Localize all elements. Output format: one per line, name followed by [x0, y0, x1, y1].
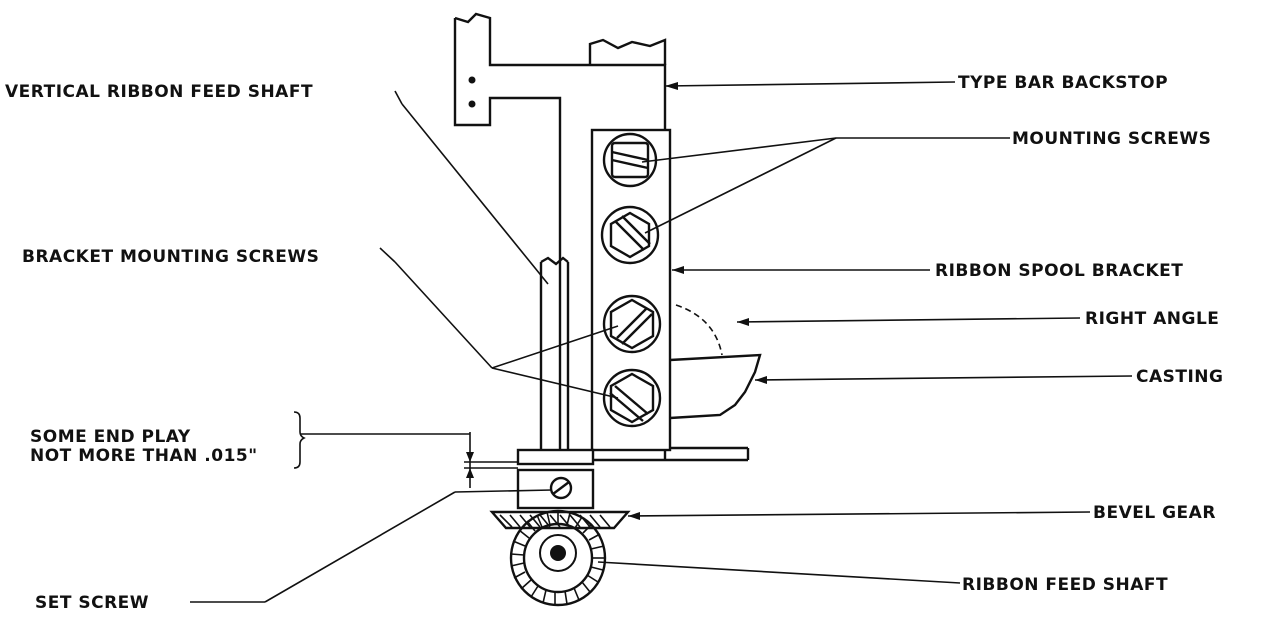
collar-part — [516, 448, 595, 510]
mechanism-drawing — [453, 12, 762, 607]
label-mounting-screws: MOUNTING SCREWS — [1012, 129, 1211, 149]
type-bar-backstop-part — [453, 12, 667, 460]
end-play-dimension — [464, 432, 518, 488]
set-screw-icon — [549, 476, 573, 500]
bracket-mounting-screw-icon — [602, 368, 662, 428]
leader-lines — [190, 81, 1133, 603]
ribbon-feed-gear-icon — [509, 509, 607, 607]
end-play-brace — [293, 411, 306, 469]
bracket-mounting-screw-icon — [602, 294, 662, 354]
label-ribbon-spool-bracket: RIBBON SPOOL BRACKET — [935, 261, 1183, 281]
bevel-gear-icon — [489, 510, 631, 530]
label-right-angle: RIGHT ANGLE — [1085, 309, 1219, 329]
vertical-shaft-part — [539, 256, 570, 452]
label-bracket-mounting-screws: BRACKET MOUNTING SCREWS — [22, 247, 319, 267]
labels: TYPE BAR BACKSTOP MOUNTING SCREWS VERTIC… — [5, 73, 1223, 613]
label-vertical-ribbon-feed-shaft: VERTICAL RIBBON FEED SHAFT — [5, 82, 313, 102]
rivet-icon — [468, 76, 476, 84]
mounting-screw-icon — [600, 205, 660, 265]
label-end-play-line2: NOT MORE THAN .015" — [30, 446, 258, 466]
right-angle-arc — [675, 304, 723, 356]
label-end-play-line1: SOME END PLAY — [30, 427, 191, 447]
label-type-bar-backstop: TYPE BAR BACKSTOP — [958, 73, 1168, 93]
label-set-screw: SET SCREW — [35, 593, 149, 613]
label-casting: CASTING — [1136, 367, 1223, 387]
ribbon-spool-bracket-part — [590, 128, 672, 452]
label-ribbon-feed-shaft: RIBBON FEED SHAFT — [962, 575, 1168, 595]
rivet-icon — [468, 100, 476, 108]
label-bevel-gear: BEVEL GEAR — [1093, 503, 1216, 523]
